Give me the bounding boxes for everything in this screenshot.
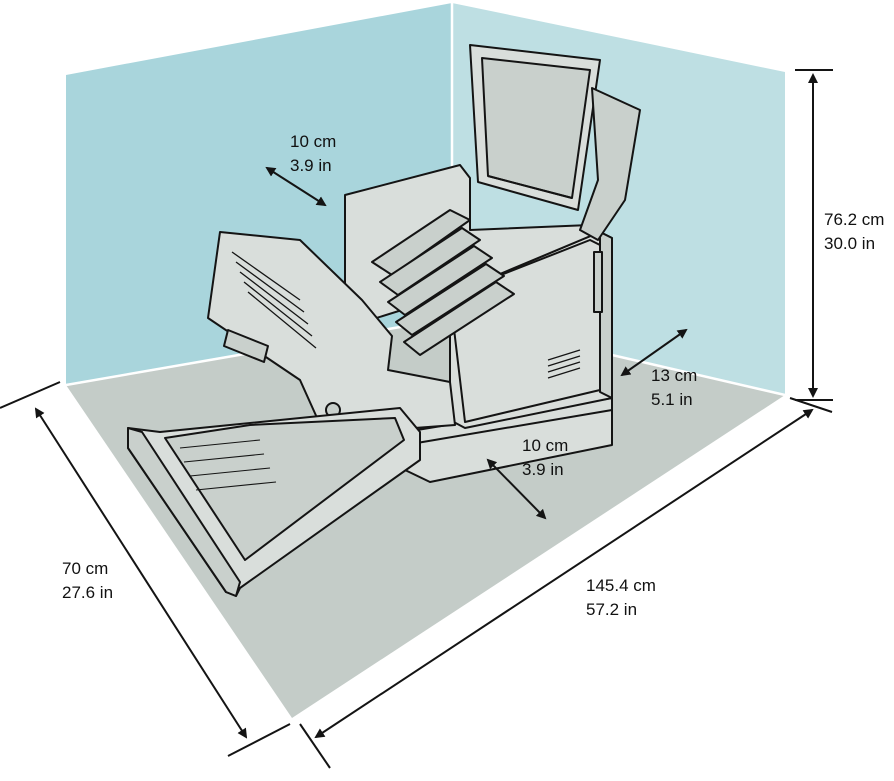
width-metric: 145.4 cm: [586, 576, 656, 595]
depth-imperial: 27.6 in: [62, 583, 114, 602]
front-clearance-label: 10 cm 3.9 in: [522, 434, 568, 482]
front-door: [207, 231, 456, 433]
top-clearance-arrow: [265, 166, 327, 207]
side-vent: [547, 349, 581, 379]
imaging-units: [371, 209, 515, 356]
top-clearance-imperial: 3.9 in: [290, 156, 332, 175]
room: [65, 3, 786, 718]
front-clearance-imperial: 3.9 in: [522, 460, 564, 479]
dimension-arrows: [0, 69, 833, 769]
depth-arrow: [34, 407, 248, 739]
right-clearance-imperial: 5.1 in: [651, 390, 693, 409]
width-imperial: 57.2 in: [586, 600, 638, 619]
height-metric: 76.2 cm: [824, 210, 885, 229]
transfer-unit: [579, 87, 641, 241]
front-clearance-metric: 10 cm: [522, 436, 569, 455]
depth-metric: 70 cm: [62, 559, 109, 578]
height-imperial: 30.0 in: [824, 234, 876, 253]
right-clearance-label: 13 cm 5.1 in: [651, 364, 697, 412]
width-label: 145.4 cm 57.2 in: [586, 574, 656, 622]
top-lid-inner: [481, 57, 591, 199]
width-arrow: [314, 408, 814, 739]
side-slot: [593, 251, 603, 313]
door-handle: [223, 329, 269, 363]
height-label: 76.2 cm 30.0 in: [824, 208, 884, 256]
right-clearance-arrow: [620, 328, 688, 377]
right-clearance-metric: 13 cm: [651, 366, 698, 385]
depth-label: 70 cm 27.6 in: [62, 557, 113, 605]
top-clearance-metric: 10 cm: [290, 132, 337, 151]
top-clearance-label: 10 cm 3.9 in: [290, 130, 336, 178]
front-door-grille: [231, 251, 317, 349]
